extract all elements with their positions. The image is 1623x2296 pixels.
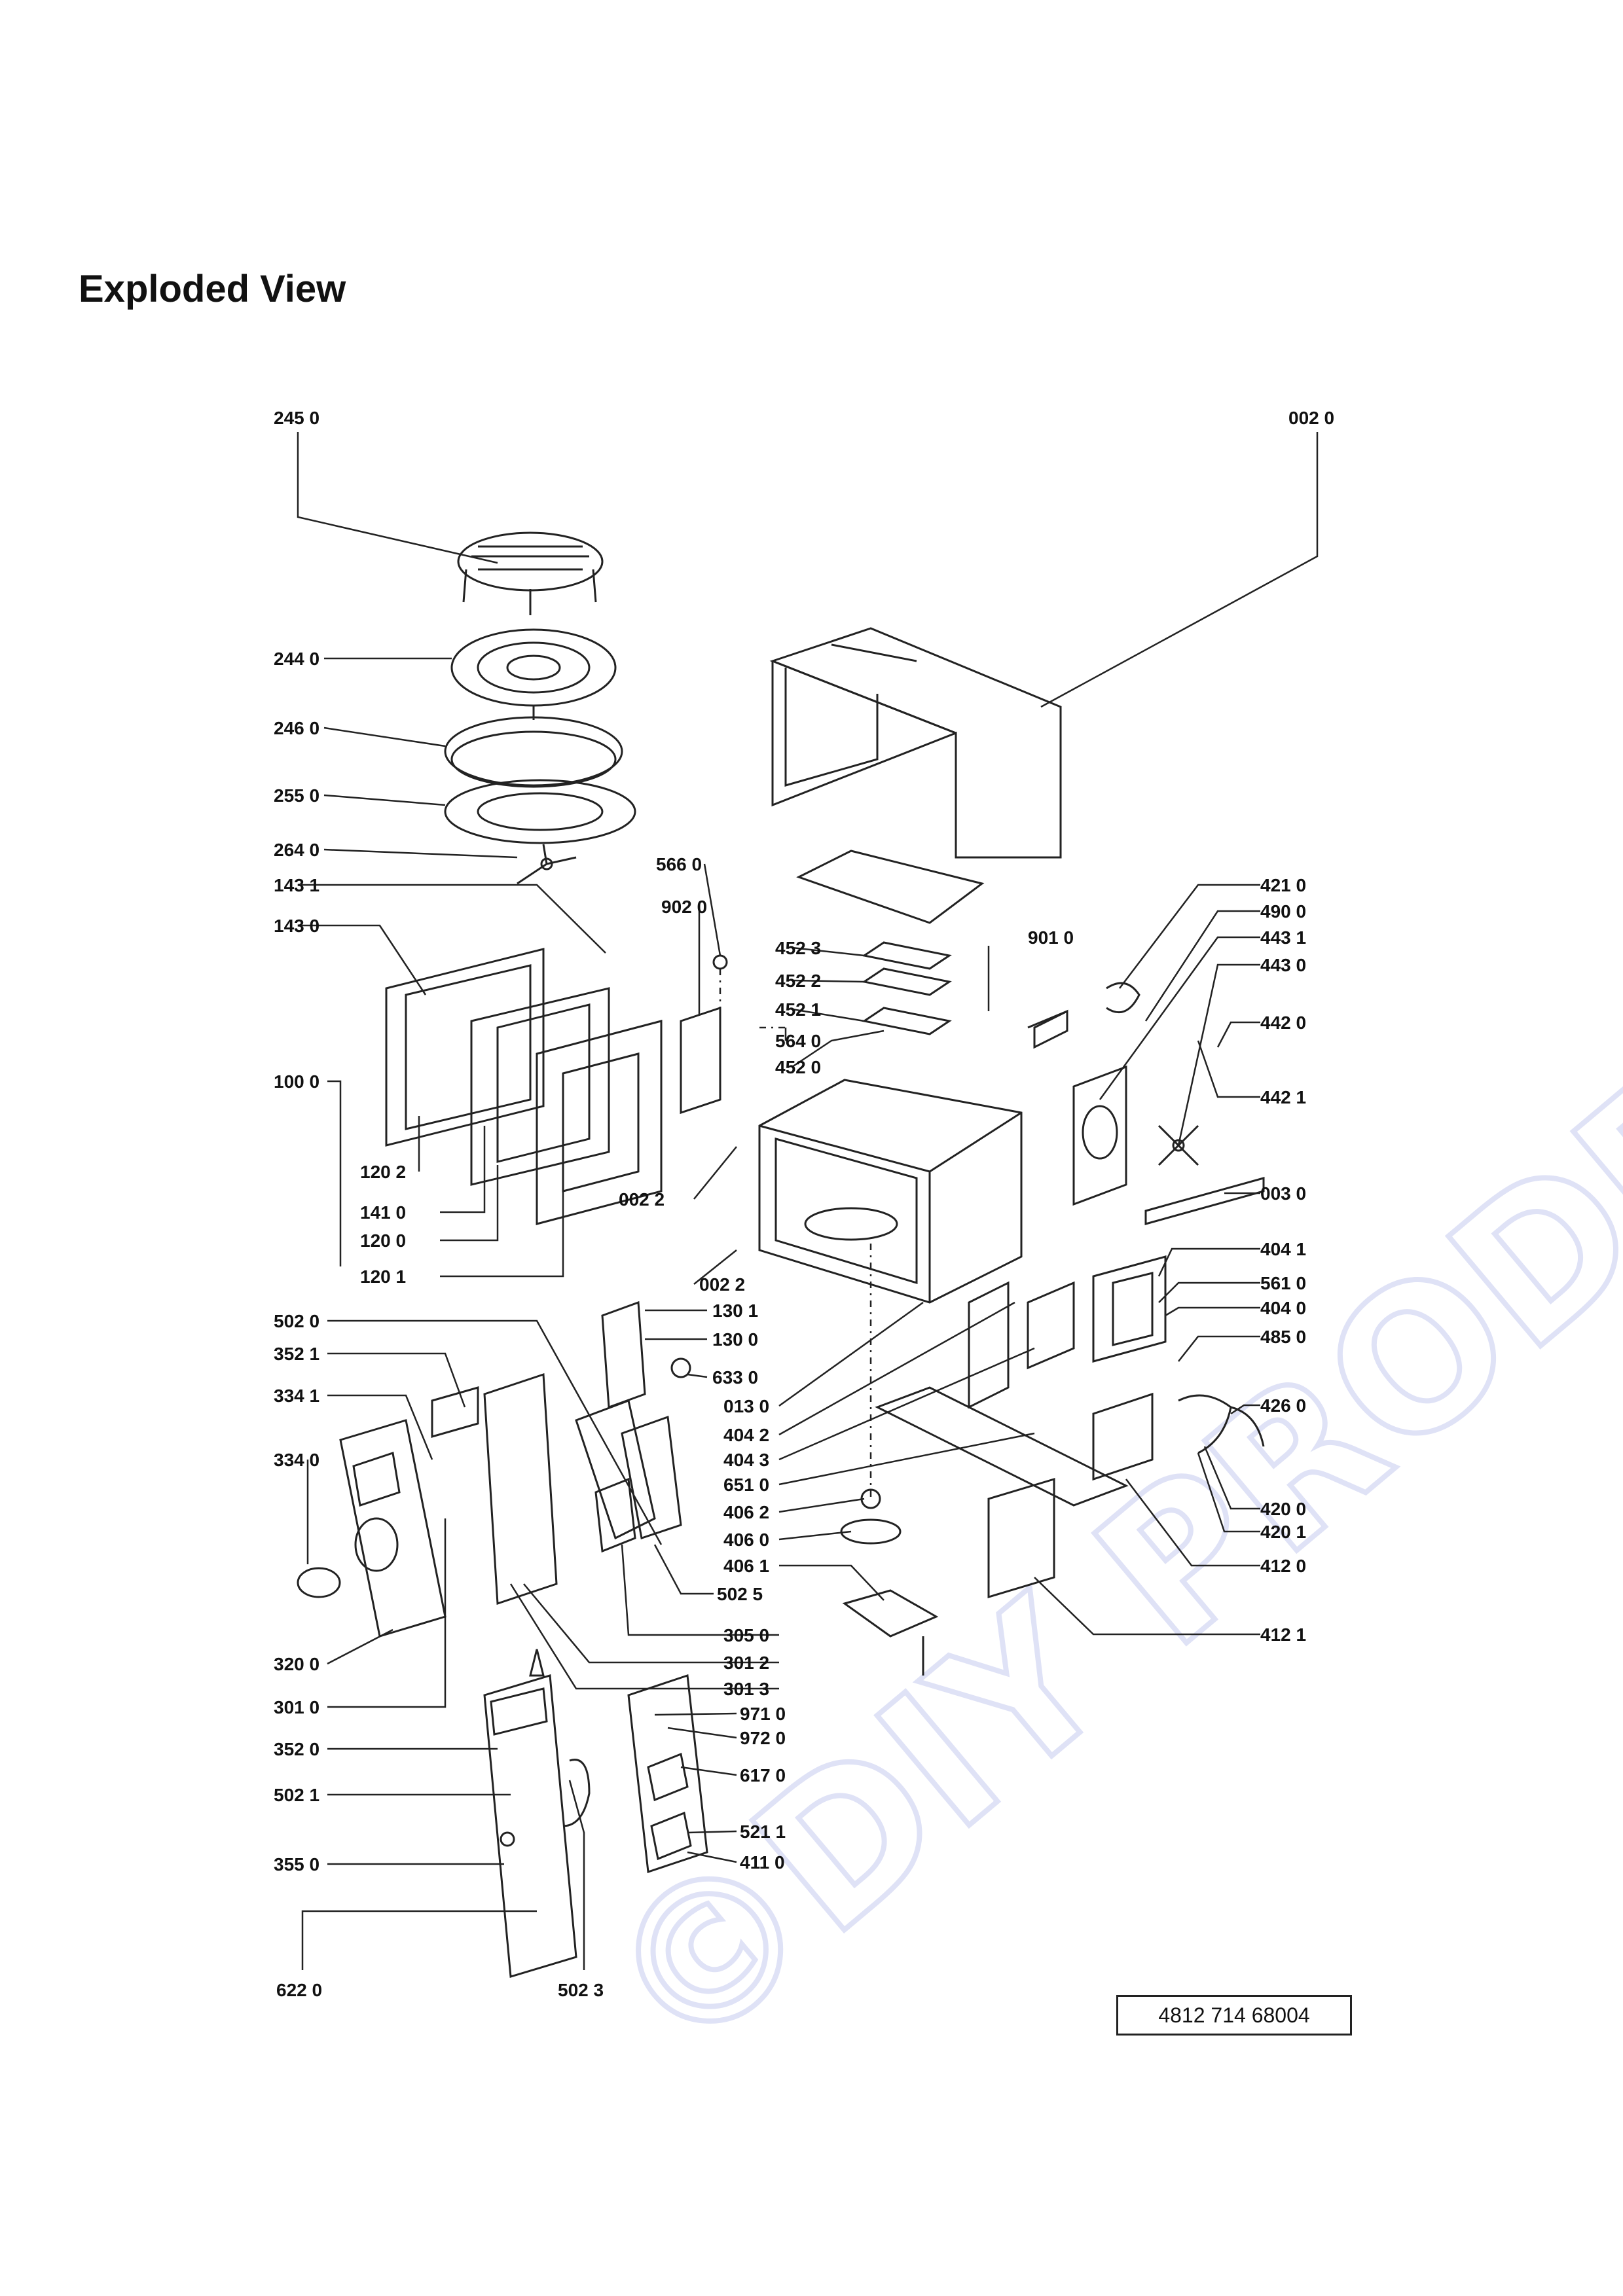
- part-turntable-motor: [840, 1488, 939, 1676]
- part-label: 141 0: [360, 1202, 406, 1223]
- part-label: 264 0: [274, 840, 319, 860]
- part-door: [385, 948, 663, 1225]
- part-grill-rack: [457, 531, 604, 615]
- part-waveguide-covers: [796, 850, 985, 1035]
- part-motor: [1178, 1394, 1265, 1454]
- part-label: 406 0: [723, 1530, 769, 1550]
- part-outer-casing: [769, 627, 1062, 859]
- part-label: 651 0: [723, 1475, 769, 1495]
- part-control-panel: [297, 1372, 682, 1638]
- part-label: 902 0: [661, 897, 707, 917]
- part-label: 305 0: [723, 1625, 769, 1645]
- part-switch-bracket: [601, 1300, 691, 1409]
- part-label: 143 1: [274, 875, 319, 895]
- part-bracket-bar: [1144, 1177, 1265, 1225]
- part-label: 130 1: [712, 1300, 758, 1321]
- part-magnetron: [875, 1281, 1129, 1507]
- part-label: 442 1: [1260, 1087, 1306, 1107]
- part-label: 443 0: [1260, 955, 1306, 975]
- part-label: 452 2: [775, 971, 821, 991]
- part-label: 404 3: [723, 1450, 769, 1470]
- part-label: 100 0: [274, 1071, 319, 1092]
- part-label: 502 3: [558, 1980, 604, 2000]
- part-label: 120 0: [360, 1230, 406, 1251]
- part-label: 502 5: [717, 1584, 763, 1604]
- part-label: 420 1: [1260, 1522, 1306, 1542]
- part-label: 502 1: [274, 1785, 319, 1805]
- part-label: 406 1: [723, 1556, 769, 1576]
- part-label: 442 0: [1260, 1013, 1306, 1033]
- part-label: 617 0: [740, 1765, 786, 1785]
- part-label: 244 0: [274, 649, 319, 669]
- part-label: 002 2: [699, 1274, 745, 1295]
- part-label: 633 0: [712, 1367, 758, 1388]
- part-label: 120 1: [360, 1266, 406, 1287]
- part-label: 971 0: [740, 1704, 786, 1724]
- part-label: 901 0: [1028, 927, 1074, 948]
- part-label: 404 0: [1260, 1298, 1306, 1318]
- part-label: 412 0: [1260, 1556, 1306, 1576]
- part-label: 334 1: [274, 1386, 319, 1406]
- part-label: 013 0: [723, 1396, 769, 1416]
- part-pcb-board: [483, 1649, 708, 1978]
- part-label: 002 2: [619, 1189, 665, 1210]
- part-fan-assembly: [1033, 1009, 1199, 1206]
- part-label: 120 2: [360, 1162, 406, 1182]
- part-label: 352 1: [274, 1344, 319, 1364]
- part-cavity: [758, 1079, 1023, 1304]
- part-label: 566 0: [656, 854, 702, 874]
- part-label: 490 0: [1260, 901, 1306, 922]
- page-title: Exploded View: [79, 268, 346, 310]
- part-label: 406 2: [723, 1502, 769, 1522]
- part-label: 301 3: [723, 1679, 769, 1699]
- part-label: 002 0: [1288, 408, 1334, 428]
- part-label: 255 0: [274, 785, 319, 806]
- part-transformer: [987, 1255, 1167, 1599]
- part-label: 143 0: [274, 916, 319, 936]
- part-label: 502 0: [274, 1311, 319, 1331]
- leader-lines: [297, 432, 1319, 1970]
- part-label: 972 0: [740, 1728, 786, 1748]
- part-label: 246 0: [274, 718, 319, 738]
- part-label: 452 0: [775, 1057, 821, 1077]
- part-label: 622 0: [276, 1980, 322, 2000]
- part-roller-ring: [444, 779, 636, 844]
- part-label: 452 3: [775, 938, 821, 958]
- part-label: 485 0: [1260, 1327, 1306, 1347]
- part-label: 003 0: [1260, 1183, 1306, 1204]
- part-label: 564 0: [775, 1031, 821, 1051]
- part-label: 355 0: [274, 1854, 319, 1874]
- part-label: 411 0: [740, 1852, 785, 1873]
- part-label: 130 0: [712, 1329, 758, 1350]
- part-label: 561 0: [1260, 1273, 1306, 1293]
- document-number: 4812 714 68004: [1116, 1995, 1352, 2036]
- part-coupler: [517, 844, 577, 885]
- part-label: 452 1: [775, 999, 821, 1020]
- part-label: 245 0: [274, 408, 319, 428]
- part-capacitor: [1027, 982, 1140, 1029]
- part-label: 334 0: [274, 1450, 319, 1470]
- part-labels: 245 0 002 0 244 0 246 0 255 0 264 0 566 …: [274, 408, 1334, 2000]
- part-label: 404 2: [723, 1425, 769, 1445]
- part-label: 301 0: [274, 1697, 319, 1717]
- part-turntable-support: [450, 628, 617, 720]
- part-label: 426 0: [1260, 1395, 1306, 1416]
- part-hinge-bracket: [680, 954, 728, 1115]
- part-label: 521 1: [740, 1821, 786, 1842]
- part-label: 420 0: [1260, 1499, 1306, 1519]
- part-label: 352 0: [274, 1739, 319, 1759]
- part-label: 412 1: [1260, 1624, 1306, 1645]
- part-label: 443 1: [1260, 927, 1306, 948]
- part-label: 421 0: [1260, 875, 1306, 895]
- part-glass-plate: [444, 716, 623, 788]
- part-label: 404 1: [1260, 1239, 1306, 1259]
- part-label: 301 2: [723, 1653, 769, 1673]
- part-label: 320 0: [274, 1654, 319, 1674]
